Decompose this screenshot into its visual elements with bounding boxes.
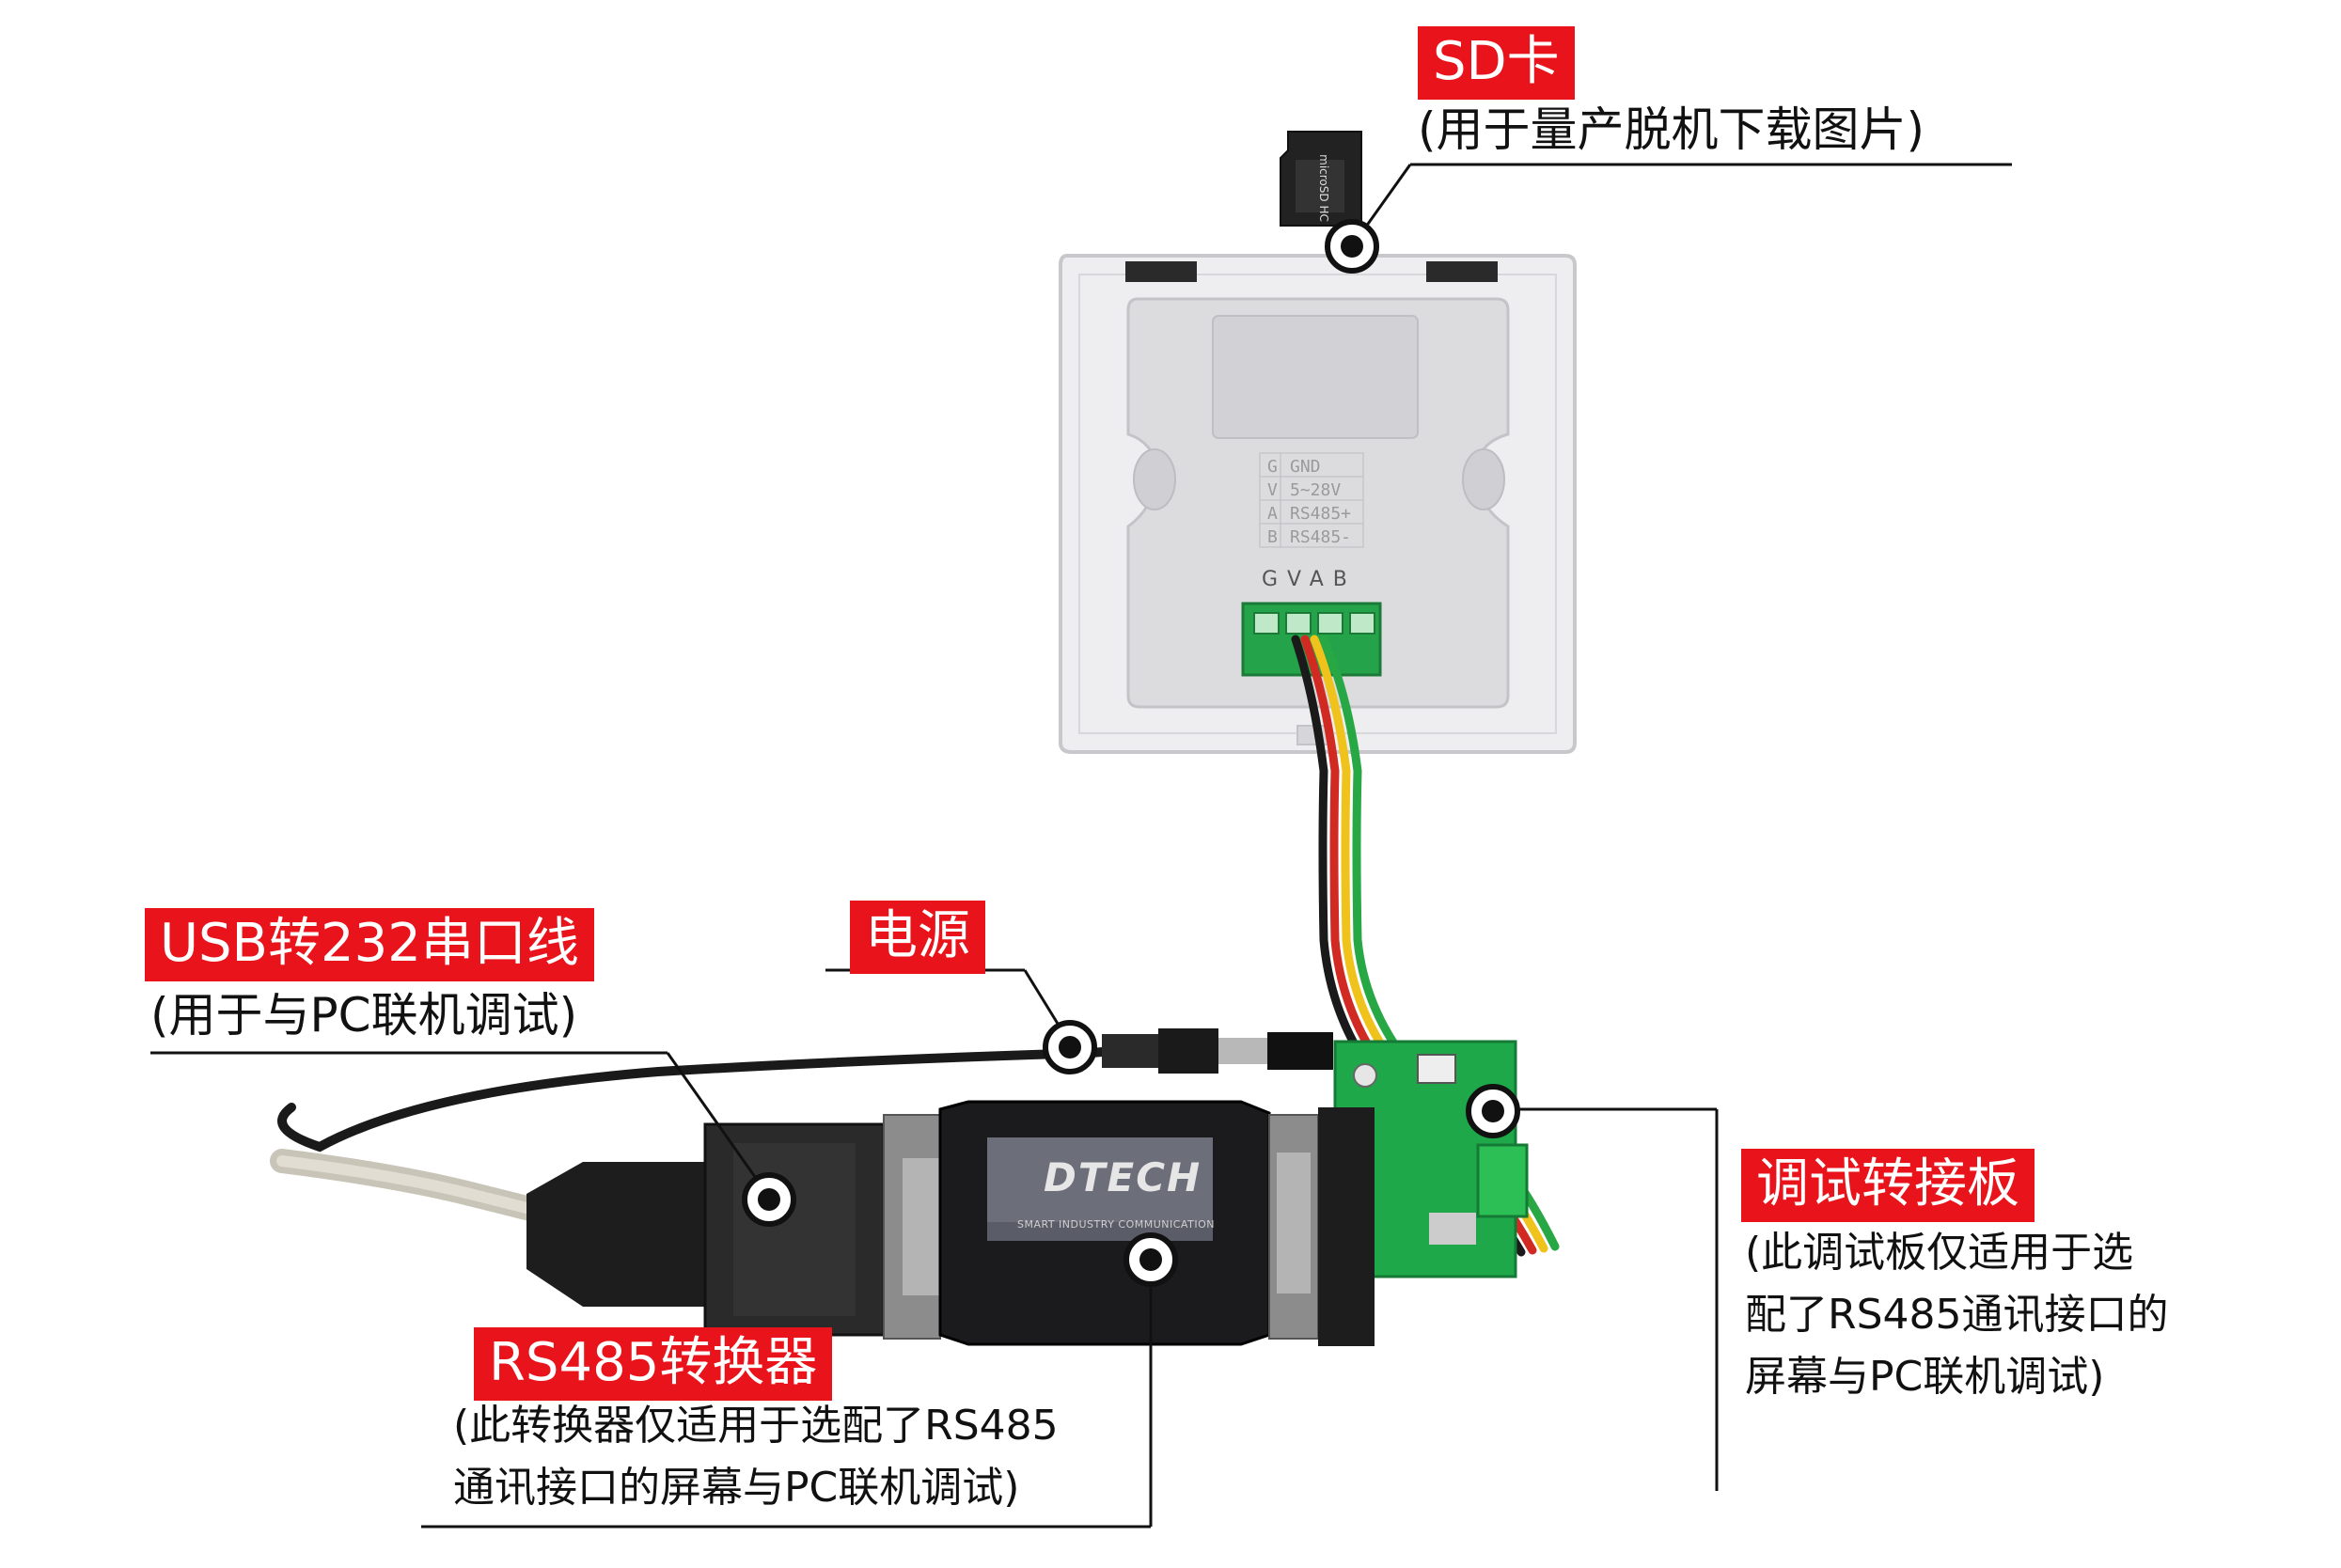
usb-cable-title: USB转232串口线 bbox=[145, 908, 594, 981]
rs485-converter-title: RS485转换器 bbox=[474, 1327, 833, 1401]
sd-card-subtitle: (用于量产脱机下载图片) bbox=[1418, 102, 1925, 157]
svg-text:microSD HC: microSD HC bbox=[1317, 154, 1330, 222]
dc-jack-image bbox=[1102, 1028, 1333, 1074]
panel-row-key-3: B bbox=[1267, 527, 1278, 547]
panel-row-key-1: V bbox=[1267, 480, 1278, 500]
callout-dots bbox=[742, 219, 1520, 1287]
sd-card-image: microSD HC bbox=[1280, 131, 1362, 227]
db9-connectors bbox=[526, 1100, 1375, 1346]
rs485-converter-description: (此转换器仅适用于选配了RS485 通讯接口的屏幕与PC联机调试) bbox=[453, 1395, 1059, 1519]
panel-row-value-2: RS485+ bbox=[1290, 504, 1352, 524]
terminal-pin-labels: GVAB bbox=[1262, 568, 1357, 591]
panel-row-value-0: GND bbox=[1290, 457, 1321, 477]
debug-board-description: (此调试板仅适用于选 配了RS485通讯接口的 屏幕与PC联机调试) bbox=[1745, 1222, 2168, 1408]
panel-row-value-3: RS485- bbox=[1290, 527, 1352, 547]
sd-card-title: SD卡 bbox=[1418, 26, 1575, 100]
converter-tagline: SMART INDUSTRY COMMUNICATION bbox=[1017, 1218, 1215, 1231]
panel-row-key-0: G bbox=[1267, 457, 1278, 477]
usb-cable-subtitle: (用于与PC联机调试) bbox=[150, 988, 578, 1043]
device-back-panel bbox=[1059, 254, 1577, 754]
debug-board-line: 屏幕与PC联机调试) bbox=[1745, 1353, 2105, 1401]
panel-row-key-2: A bbox=[1267, 504, 1278, 524]
rs485-converter-line: (此转换器仅适用于选配了RS485 bbox=[453, 1402, 1059, 1450]
power-title: 电源 bbox=[850, 901, 985, 974]
debug-board-line: (此调试板仅适用于选 bbox=[1745, 1229, 2134, 1277]
converter-brand: DTECH bbox=[1044, 1154, 1202, 1200]
debug-board-line: 配了RS485通讯接口的 bbox=[1745, 1291, 2169, 1339]
panel-row-value-1: 5~28V bbox=[1290, 480, 1342, 500]
rs485-converter-line: 通讯接口的屏幕与PC联机调试) bbox=[453, 1464, 1020, 1512]
debug-board-title: 调试转接板 bbox=[1741, 1149, 2035, 1222]
